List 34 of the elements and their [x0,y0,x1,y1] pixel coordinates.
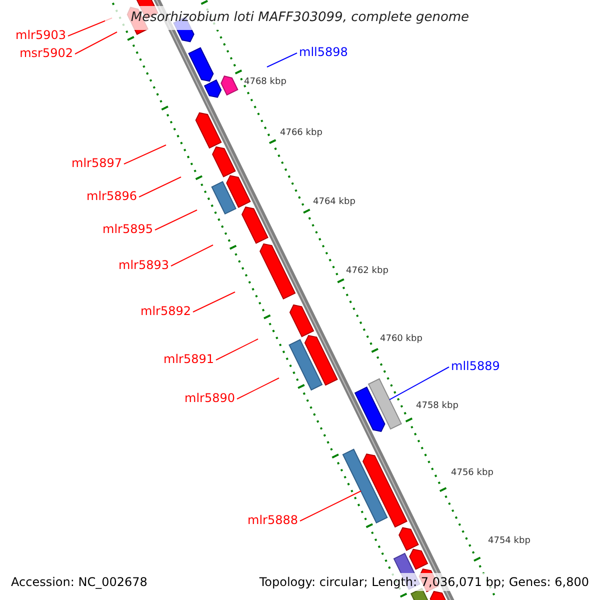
genome-info-text: Topology: circular; Length: 7,036,071 bp; Genes: 6,800 [257,573,591,591]
leader-line [266,52,298,68]
gene-label: msr5902 [20,45,73,61]
scale-label: 4762 kbp [346,265,388,277]
gene-block [342,448,388,524]
gene-label: mlr5895 [102,221,153,237]
gene-label: mlr5897 [72,155,122,171]
scale-label: 4754 kbp [488,535,530,547]
scale-label: 4768 kbp [244,76,286,88]
gene-label: mlr5891 [164,351,214,367]
scale-label: 4758 kbp [416,400,458,412]
gene-label: mlr5903 [16,27,66,43]
scale-label: 4766 kbp [280,127,322,139]
leader-line [138,176,182,198]
scale-label: 4760 kbp [380,333,422,345]
scale-label: 4764 kbp [313,196,356,208]
gene-label: mlr5888 [248,512,298,528]
leader-line [216,338,258,360]
gene-label: mll5889 [451,358,500,374]
leader-line [74,32,118,54]
leader-line [236,378,280,400]
gene-label: mlr5892 [140,303,191,319]
gene-label: mll5898 [299,44,348,60]
leader-line [389,366,450,400]
leader-line [300,490,362,522]
leader-line [154,210,198,230]
gene-label: mlr5890 [184,390,235,406]
scale-label: 4756 kbp [451,467,494,479]
leader-line [124,144,166,164]
gene-label: mlr5893 [118,257,169,273]
leader-line [170,244,214,266]
leader-line [192,292,236,312]
gene-block [368,378,402,430]
gene-label: mlr5896 [86,188,137,204]
